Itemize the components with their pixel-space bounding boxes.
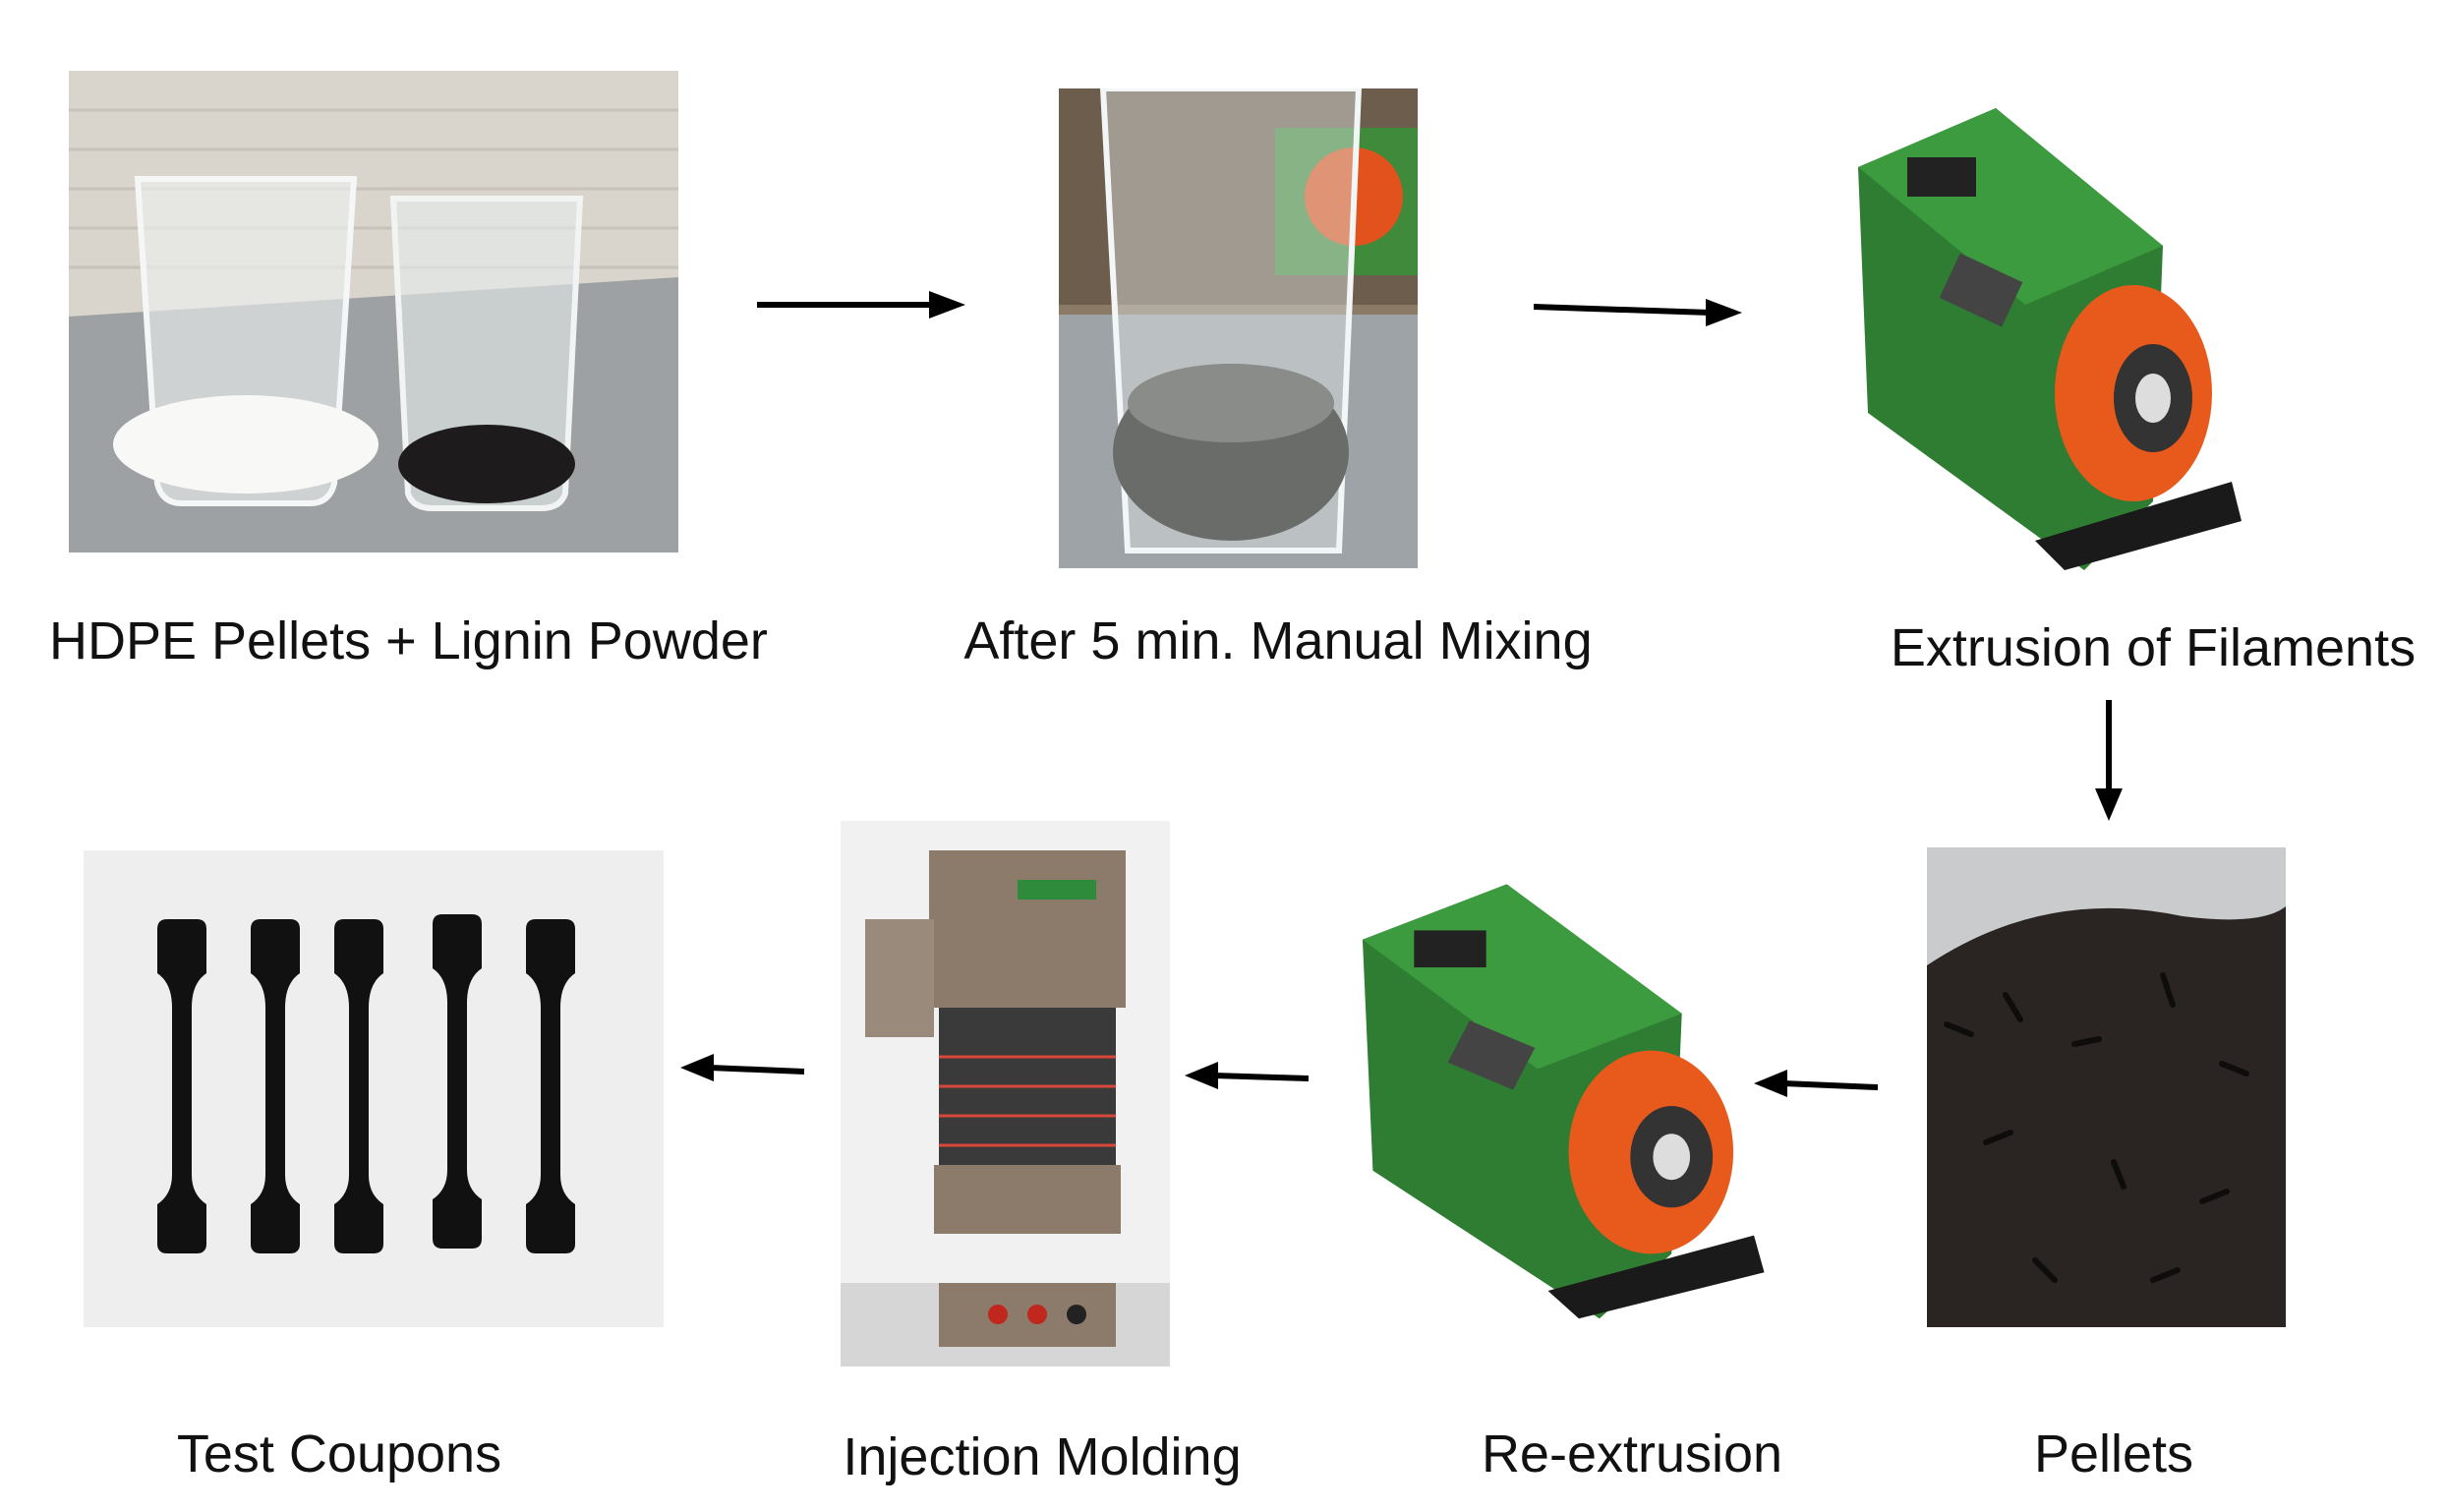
label-test-coupons: Test Coupons	[147, 1427, 531, 1481]
photo-extruder	[1838, 98, 2251, 590]
photo-manual-mixing-glass	[1059, 88, 1418, 568]
arrow-right-icon	[1534, 293, 1745, 332]
photo-reextruder	[1342, 875, 1775, 1337]
label-injection-molding: Injection Molding	[806, 1430, 1278, 1483]
label-hdpe-lignin: HDPE Pellets + Lignin Powder	[49, 614, 767, 668]
arrow-down-icon	[2089, 700, 2128, 823]
label-pellets: Pellets	[1996, 1427, 2232, 1481]
photo-pellets	[1927, 847, 2286, 1327]
arrow-left-icon	[1752, 1064, 1880, 1103]
label-reextrusion: Re-extrusion	[1455, 1427, 1809, 1481]
label-extrusion-filaments: Extrusion of Filaments	[1868, 621, 2438, 674]
arrow-left-icon	[1183, 1056, 1311, 1095]
arrow-right-icon	[757, 285, 968, 324]
label-manual-mixing: After 5 min. Manual Mixing	[934, 614, 1622, 668]
photo-injection-molding-machine	[841, 821, 1170, 1367]
photo-test-coupons	[84, 850, 664, 1327]
arrow-left-icon	[678, 1050, 806, 1089]
photo-hdpe-lignin-beakers	[69, 71, 678, 552]
